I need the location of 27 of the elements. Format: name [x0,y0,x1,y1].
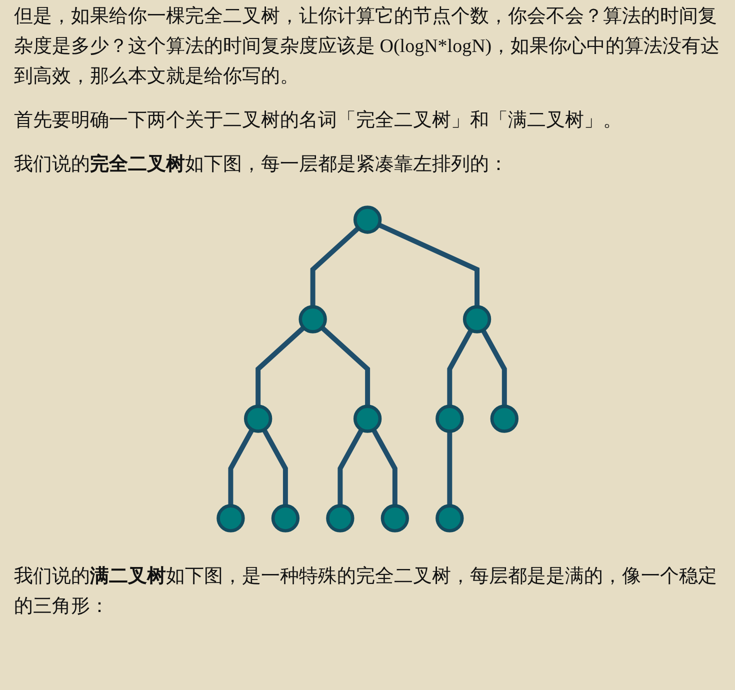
node-circle [436,404,464,433]
node-circle [271,504,300,532]
connector [378,222,480,307]
connector [310,226,360,307]
node-circle [353,206,382,234]
paragraph: 首先要明确一下两个关于二叉树的名词「完全二叉树」和「满二叉树」。 [14,109,623,133]
connector [480,328,507,406]
node-circle [490,404,518,433]
connector [371,428,398,506]
connector [228,428,254,506]
connector [256,326,306,406]
node-circle [216,504,245,532]
node-circle [326,504,354,532]
node-circle [436,504,464,532]
node-circle [244,404,272,433]
node-circle [298,305,327,334]
paragraph: 我们说的完全二叉树如下图，每一层都是紧凑靠左排列的： [14,152,509,177]
connector [447,431,452,506]
node-circle [353,404,382,433]
connector [338,428,364,506]
connector [320,326,370,406]
paragraph: 但是，如果给你一棵完全二叉树，让你计算它的节点个数，你会不会？算法的时间复杂度是多少？这个算法的时间复杂度应该是 O(logN*logN)，如果你心中的算法没有达到高效，那么本文就是给你写的。 [14,5,721,89]
paragraph: 我们说的满二叉树如下图，是一种特殊的完全二叉树，每层都是是满的，像一个稳定的三角形： [14,565,718,619]
node-circle [462,305,492,334]
node-circle [380,504,409,532]
connector [447,328,474,406]
connector [262,428,288,506]
